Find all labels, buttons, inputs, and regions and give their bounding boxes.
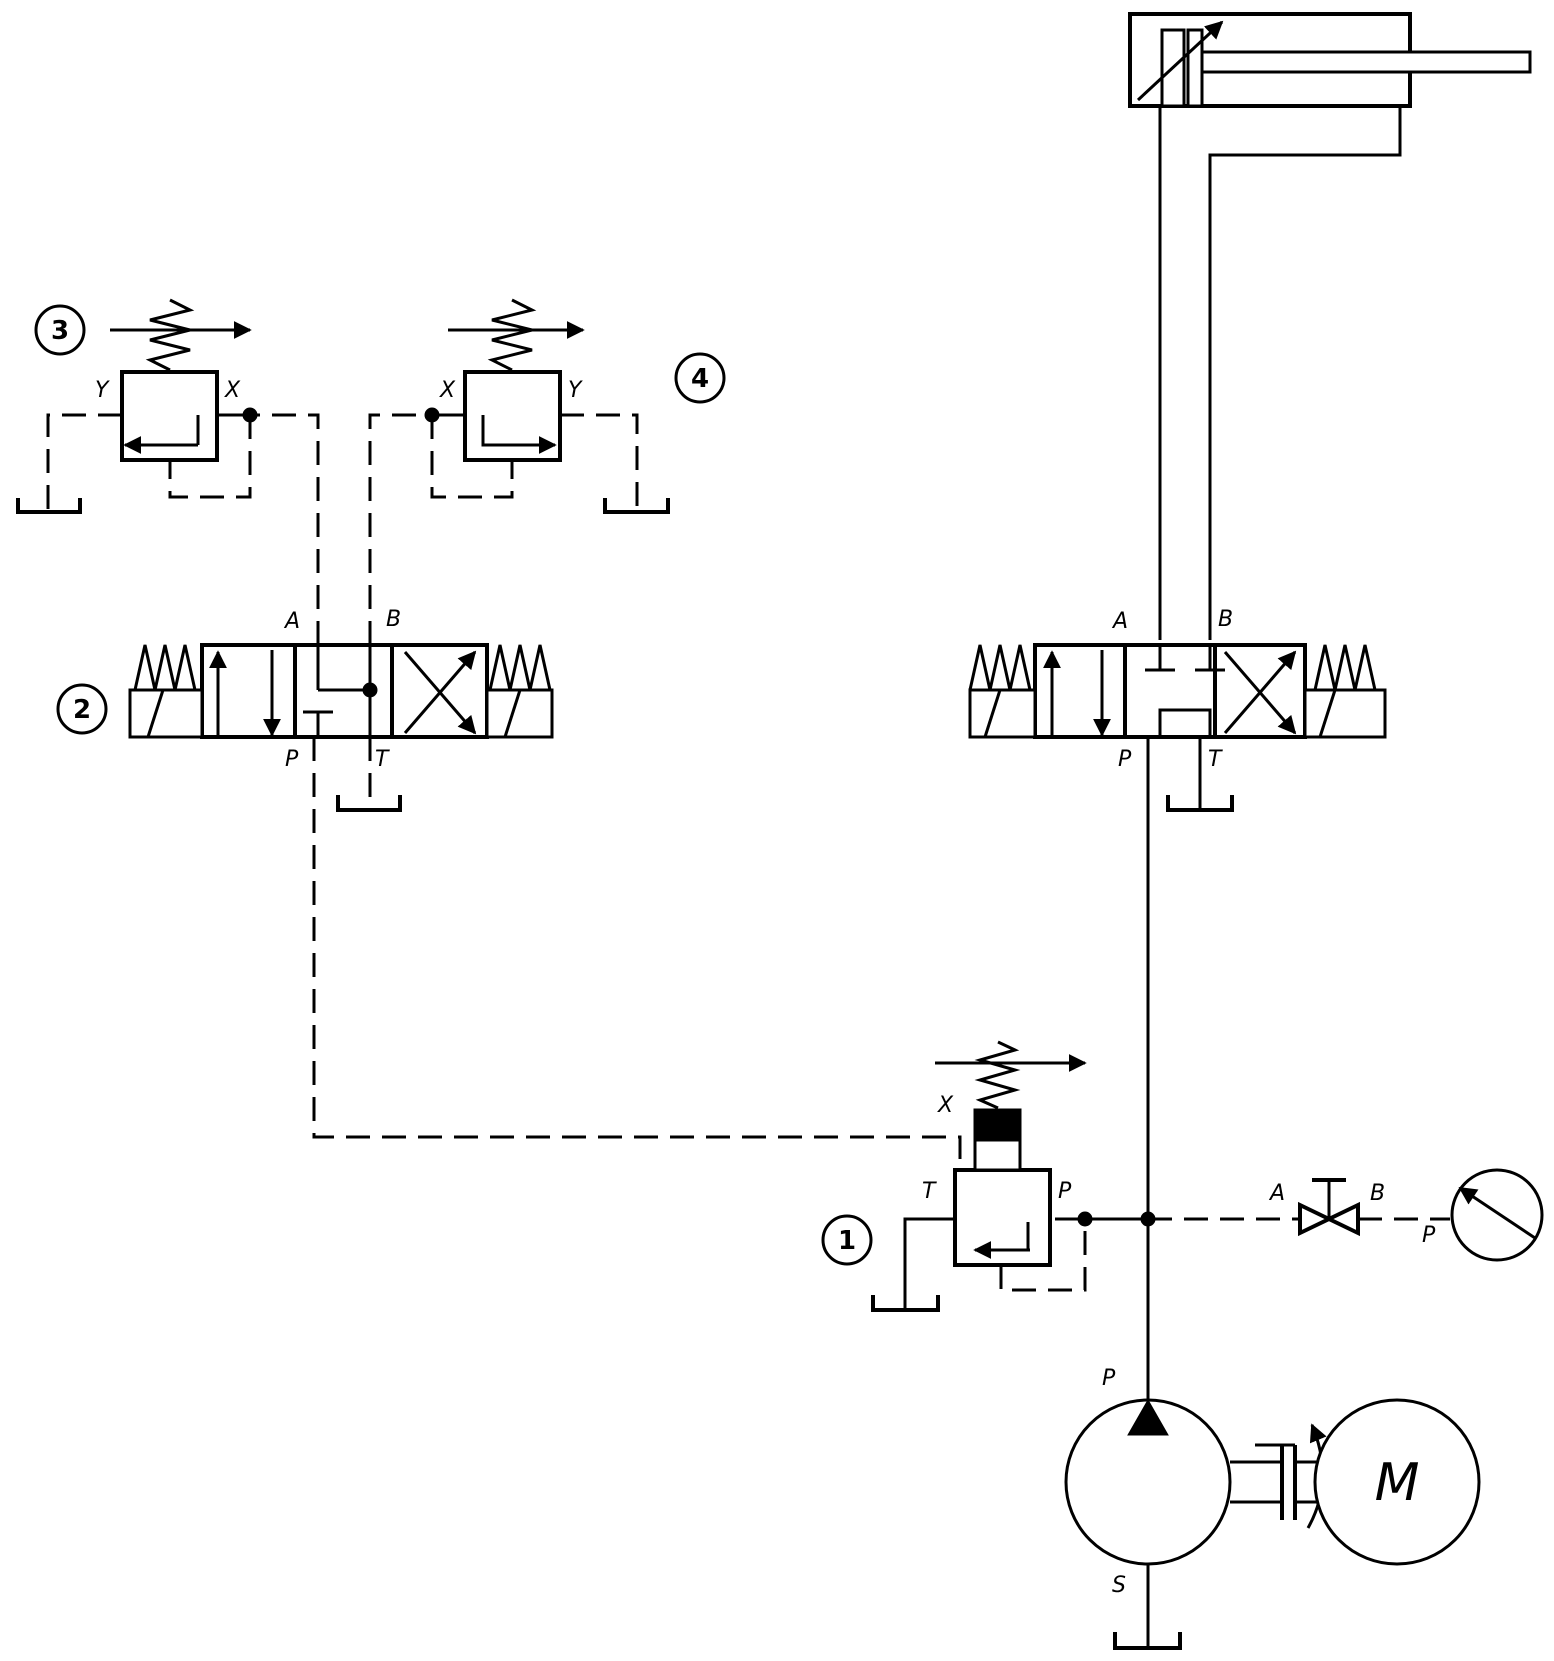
pilot-line [312,737,962,1170]
component-number-2: 2 [56,683,108,735]
main-directional-valve: A B P T [968,607,1387,772]
gauge-needle-icon [1458,1186,1536,1240]
port-label-p: P [1422,1223,1436,1248]
port-label-y: Y [568,378,583,403]
port-label-p: P [285,747,299,772]
component-number-1: 1 [821,1214,873,1266]
svg-text:3: 3 [51,316,69,346]
port-label-y: Y [95,378,110,403]
port-label-a: A [1268,1181,1285,1206]
svg-text:2: 2 [73,695,91,725]
svg-text:4: 4 [691,364,709,394]
tank-symbol [336,737,402,812]
port-label-b: B [386,607,401,632]
relief-valve-3: Y X [16,298,258,514]
pressure-line [1055,737,1450,1425]
port-label-t: T [1208,747,1223,772]
port-label-b: B [1370,1181,1385,1206]
port-label-a: A [1111,609,1128,634]
port-label-a: A [283,609,300,634]
port-label-p: P [1102,1366,1116,1391]
port-label-p: P [1058,1179,1072,1204]
port-label-x: X [439,378,456,403]
svg-text:1: 1 [838,1226,856,1256]
relief-valve-4: X Y [424,298,670,514]
tank-symbol [1166,737,1234,812]
component-number-3: 3 [34,304,86,356]
port-label-t: T [922,1179,937,1204]
directional-valve-2: A B P T [128,607,554,772]
coupling [1230,1423,1327,1529]
hydraulic-pump: P S [1064,1366,1232,1650]
port-label-p: P [1118,747,1132,772]
port-label-x: X [224,378,241,403]
cylinder-lines [1158,106,1402,640]
motor-label: M [1375,1453,1420,1513]
pressure-gauge: P [1422,1168,1544,1262]
pilot-line [368,413,432,645]
shutoff-valve: A B [1268,1178,1385,1237]
port-label-b: B [1218,607,1233,632]
port-label-x: X [937,1093,954,1118]
port-label-t: T [375,747,390,772]
port-label-s: S [1112,1573,1126,1598]
adjustable-arrow-icon [1136,20,1224,102]
hydraulic-cylinder [1128,12,1532,108]
relief-valve-1: T P X [871,1040,1087,1312]
electric-motor: M [1313,1398,1481,1566]
pilot-line [258,413,320,645]
component-number-4: 4 [674,352,726,404]
